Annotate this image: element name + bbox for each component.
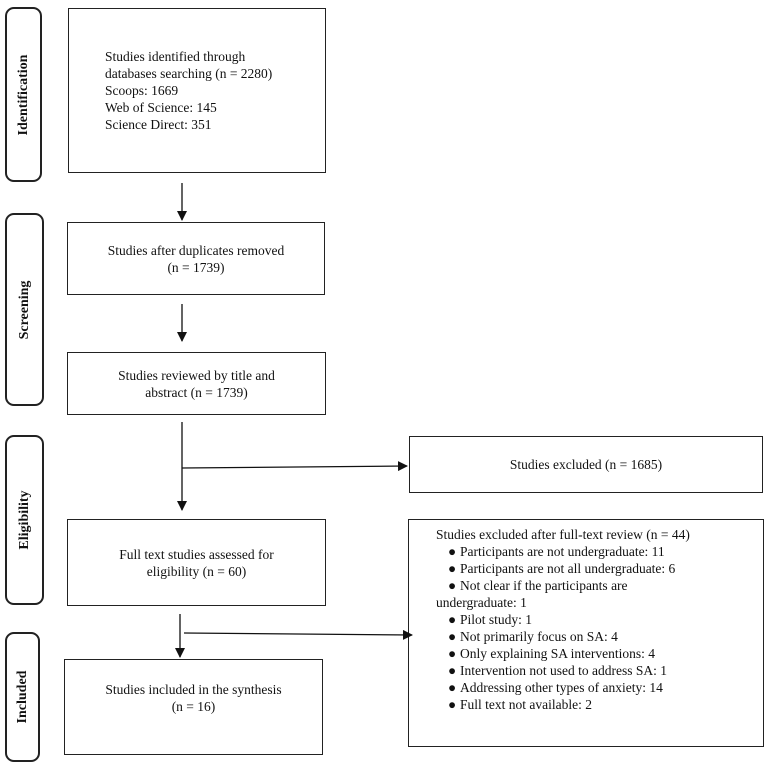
phase-included: Included bbox=[5, 632, 40, 762]
excluded-reason-item: ●Addressing other types of anxiety: 14 bbox=[448, 680, 663, 695]
bullet-icon: ● bbox=[448, 612, 457, 627]
excluded-reason-item: ●Intervention not used to address SA: 1 bbox=[448, 663, 667, 678]
box-text-line: (n = 16) bbox=[171, 699, 216, 714]
box-text-line: Web of Science: 145 bbox=[105, 100, 217, 115]
excluded-reason-item: ●Only explaining SA interventions: 4 bbox=[448, 646, 655, 661]
bullet-icon: ● bbox=[448, 544, 457, 559]
excluded-reason-item: ●Pilot study: 1 bbox=[448, 612, 533, 627]
box-text-line: eligibility (n = 60) bbox=[146, 563, 247, 579]
box-text-line: abstract (n = 1739) bbox=[145, 384, 248, 400]
excluded-reason-continuation: undergraduate: 1 bbox=[436, 595, 527, 610]
bullet-icon: ● bbox=[448, 578, 457, 593]
excluded-reason-item: ●Not primarily focus on SA: 4 bbox=[448, 629, 618, 644]
excluded-reason-item: ●Participants are not undergraduate: 11 bbox=[448, 544, 665, 559]
excluded-reasons-list: ●Participants are not undergraduate: 11 … bbox=[436, 543, 755, 713]
box-text-line: Full text studies assessed for bbox=[119, 546, 274, 562]
bullet-icon: ● bbox=[448, 697, 457, 712]
box-text-line: (n = 1739) bbox=[167, 259, 225, 275]
box-identified: Studies identified through databases sea… bbox=[68, 8, 326, 173]
box-excluded-full-text: Studies excluded after full-text review … bbox=[408, 519, 764, 747]
phase-identification: Identification bbox=[5, 7, 42, 182]
box-text-line: databases searching (n = 2280) bbox=[105, 66, 273, 81]
box-text-line: Studies included in the synthesis bbox=[105, 682, 282, 697]
phase-eligibility: Eligibility bbox=[5, 435, 44, 605]
box-text-line: Studies reviewed by title and bbox=[118, 367, 275, 383]
box-text-line: Studies excluded (n = 1685) bbox=[509, 457, 663, 472]
bullet-icon: ● bbox=[448, 561, 457, 576]
box-included-synthesis: Studies included in the synthesis (n = 1… bbox=[64, 659, 323, 755]
phase-screening: Screening bbox=[5, 213, 44, 406]
box-text-line: Science Direct: 351 bbox=[105, 117, 212, 132]
arrow-to-studies-excluded bbox=[181, 461, 408, 472]
box-duplicates-removed: Studies after duplicates removed (n = 17… bbox=[67, 222, 325, 295]
box-full-text-assessed: Full text studies assessed for eligibili… bbox=[67, 519, 326, 606]
excluded-reason-item: ●Full text not available: 2 bbox=[448, 697, 592, 712]
bullet-icon: ● bbox=[448, 629, 457, 644]
excluded-reason-item: ●Participants are not all undergraduate:… bbox=[448, 561, 676, 576]
bullet-icon: ● bbox=[448, 646, 457, 661]
box-title-abstract-review: Studies reviewed by title and abstract (… bbox=[67, 352, 326, 415]
excluded-reason-item: ●Not clear if the participants are bbox=[448, 578, 628, 593]
box-text-line: Scoops: 1669 bbox=[105, 83, 179, 98]
bullet-icon: ● bbox=[448, 663, 457, 678]
box-text-line: Studies after duplicates removed bbox=[107, 242, 285, 258]
excluded-reasons-title: Studies excluded after full-text review … bbox=[436, 527, 690, 542]
box-studies-excluded: Studies excluded (n = 1685) bbox=[409, 436, 763, 493]
arrow-to-excluded-full-text bbox=[183, 629, 413, 640]
bullet-icon: ● bbox=[448, 680, 457, 695]
box-text-line: Studies identified through bbox=[105, 49, 246, 64]
